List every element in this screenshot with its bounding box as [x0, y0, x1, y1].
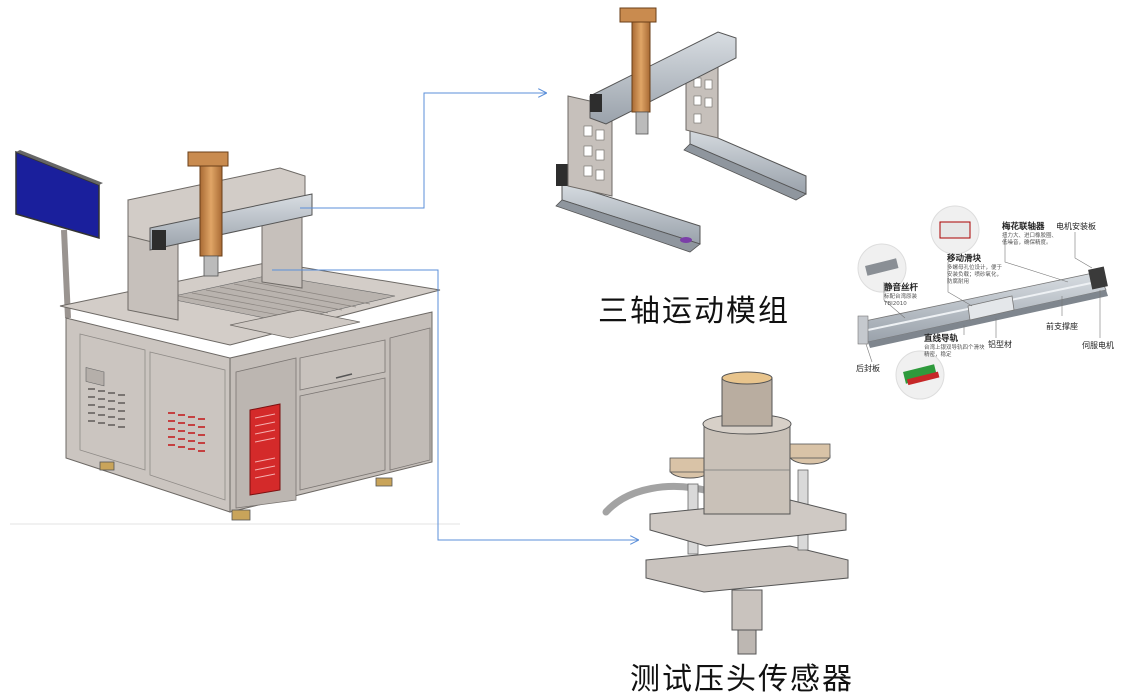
test-machine-drawing	[10, 150, 460, 525]
callout-rail: 直线导轨	[924, 334, 959, 344]
callout-screw: 静音丝杆	[884, 283, 919, 293]
monitor	[15, 150, 103, 319]
sensor-head-drawing	[602, 371, 849, 655]
linear-module-photo	[857, 205, 1108, 400]
three-axis-module-drawing	[555, 7, 807, 253]
callout-rail-desc: 台湾上银双导轨四个滑块 精密，稳定	[924, 345, 985, 358]
arrow-to-sensor	[272, 269, 638, 540]
callout-slider: 移动滑块	[947, 254, 982, 264]
callout-coupling-desc: 扭力大、进口橡胶圈、 低噪音，确保精度。	[1002, 233, 1058, 246]
callout-front-seat: 前支撑座	[1046, 322, 1078, 331]
callout-slider-desc: 多螺母孔位设计，便于 安装负载；喷砂氧化， 防腐耐用	[947, 265, 1003, 285]
callout-end-plate: 后封板	[856, 364, 880, 373]
callout-coupling: 梅花联轴器	[1002, 222, 1045, 232]
caption-sensor: 测试压头传感器	[630, 662, 854, 697]
callout-screw-desc: 标配台湾原装 TBI2010	[884, 294, 918, 307]
callout-motor-mount: 电机安装板	[1056, 222, 1096, 231]
callout-servo: 伺服电机	[1082, 341, 1114, 350]
arrow-to-axis-module	[300, 93, 546, 209]
callout-profile: 铝型材	[988, 340, 1012, 349]
caption-axis-module: 三轴运动模组	[598, 294, 790, 329]
leader-arrows	[272, 93, 638, 540]
